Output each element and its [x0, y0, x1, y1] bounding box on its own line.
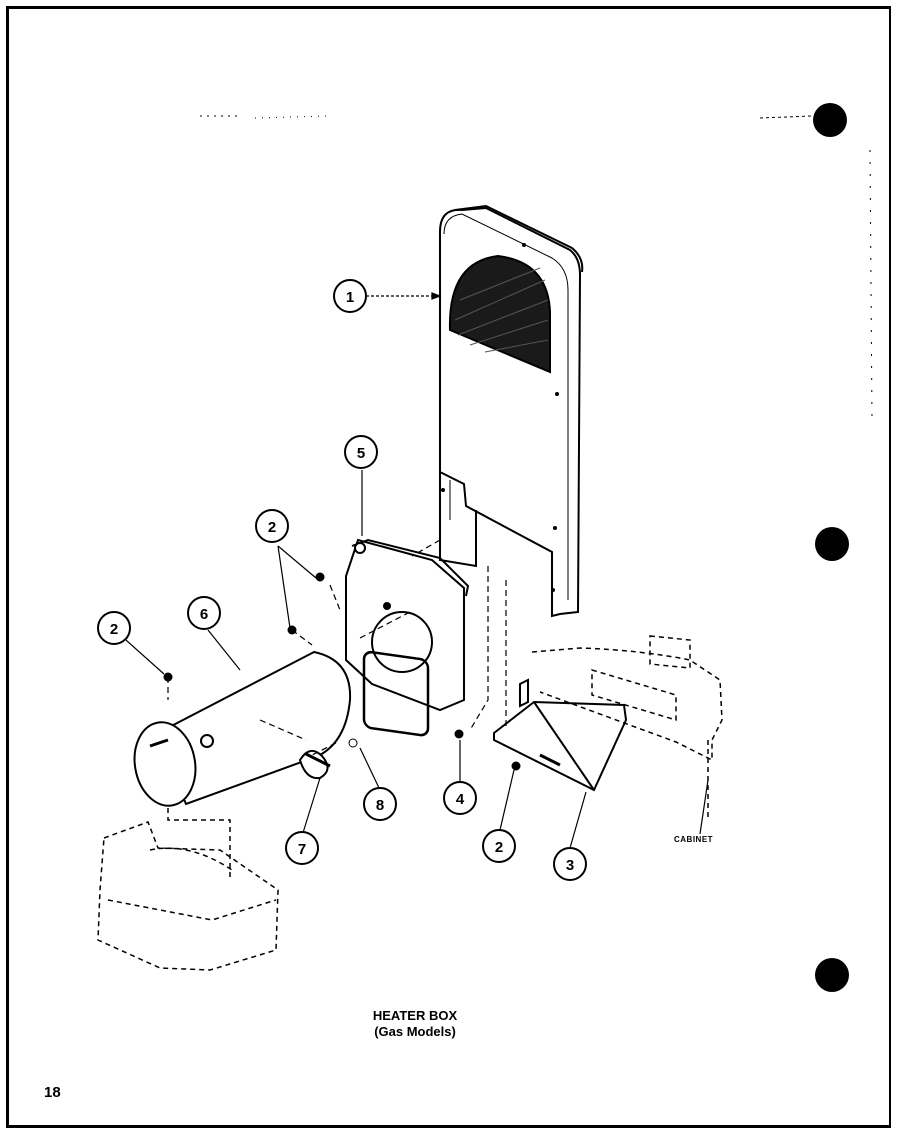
duct-grille	[448, 254, 551, 374]
callout-2c: 2	[482, 829, 516, 863]
binder-hole-middle	[815, 527, 849, 561]
burner-assembly-outline	[97, 808, 279, 971]
callout-8-label: 8	[376, 797, 384, 814]
callout-4: 4	[443, 781, 477, 815]
callout-7: 7	[285, 831, 319, 865]
igniter-bracket	[298, 749, 331, 780]
binder-hole-top	[813, 103, 847, 137]
burner-tube	[133, 650, 352, 807]
callout-7-label: 7	[298, 841, 306, 858]
scan-noise	[200, 115, 873, 421]
flange-gasket	[345, 538, 470, 737]
leader-lines	[125, 292, 709, 849]
cabinet-label: CABINET	[674, 835, 714, 844]
callout-1-label: 1	[346, 289, 354, 306]
assembly-lines	[167, 539, 507, 757]
mounting-bracket	[493, 678, 628, 792]
diagram-title: HEATER BOX	[372, 1008, 458, 1023]
duct-screws	[441, 243, 559, 592]
callout-2a: 2	[255, 509, 289, 543]
callout-2b-label: 2	[110, 621, 118, 638]
callout-3: 3	[553, 847, 587, 881]
callout-8: 8	[363, 787, 397, 821]
diagram-subtitle: (Gas Models)	[374, 1024, 456, 1039]
callout-4-label: 4	[456, 791, 465, 808]
callout-6-label: 6	[200, 606, 208, 623]
page-number: 18	[44, 1084, 61, 1101]
callout-2b: 2	[97, 611, 131, 645]
page-border	[6, 6, 891, 1128]
callout-3-label: 3	[566, 857, 574, 874]
callout-markers: 1 2 2 2 3 4 5	[97, 279, 587, 881]
callout-5-label: 5	[357, 445, 365, 462]
callout-2c-label: 2	[495, 839, 503, 856]
binder-hole-bottom	[815, 958, 849, 992]
callout-1: 1	[333, 279, 367, 313]
callout-2a-label: 2	[268, 519, 276, 536]
callout-6: 6	[187, 596, 221, 630]
callout-5: 5	[344, 435, 378, 469]
